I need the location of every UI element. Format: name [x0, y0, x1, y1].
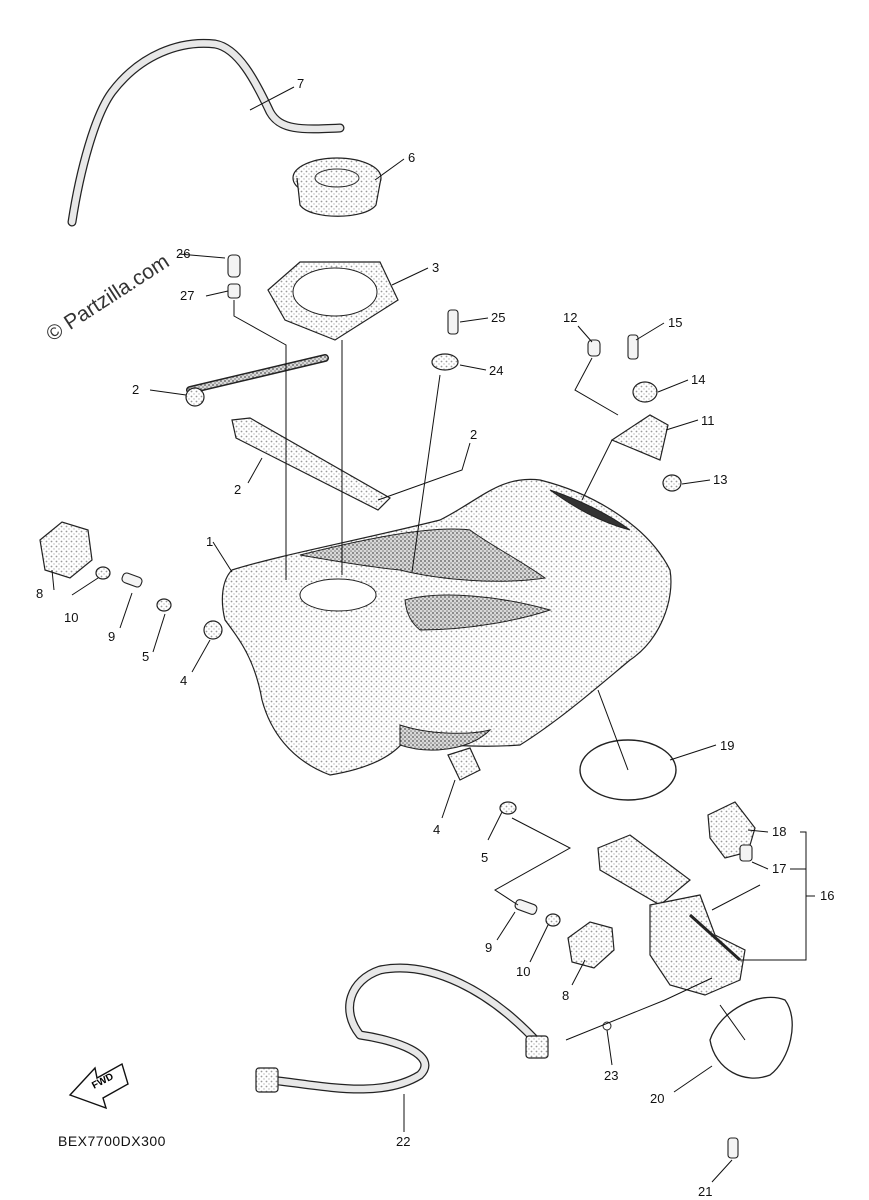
callout-25: 25	[491, 310, 505, 325]
callout-22: 22	[396, 1134, 410, 1149]
part-15-bolt	[627, 334, 639, 360]
callout-5-left: 5	[142, 649, 149, 664]
part-8-damper-lower	[567, 921, 615, 969]
callout-6: 6	[408, 150, 415, 165]
part-5-washer-lower	[499, 801, 517, 815]
part-22-fuel-hose	[255, 963, 549, 1094]
part-4-damper-left	[203, 620, 223, 640]
callout-10-left: 10	[64, 610, 78, 625]
callout-11: 11	[701, 413, 715, 428]
part-9-bolt-lower	[514, 899, 538, 915]
callout-19: 19	[720, 738, 734, 753]
part-10-collar-left	[95, 566, 111, 580]
watermark-text: © Partzilla.com	[42, 250, 173, 346]
callout-18: 18	[772, 824, 786, 839]
fwd-arrow-icon: FWD	[68, 1062, 129, 1110]
callout-16: 16	[820, 888, 834, 903]
part-1-fuel-tank	[221, 478, 672, 776]
part-2-drain-hose-lower	[231, 417, 391, 511]
part-8-damper-left	[39, 521, 93, 579]
part-4-damper-lower	[447, 747, 481, 781]
callout-2-upper: 2	[132, 382, 139, 397]
callout-24: 24	[489, 363, 503, 378]
part-9-bolt-left	[121, 572, 143, 588]
part-7-breather-hose	[67, 38, 345, 227]
callout-9-left: 9	[108, 629, 115, 644]
callout-20: 20	[650, 1091, 664, 1106]
callout-5-lower: 5	[481, 850, 488, 865]
callout-labels: 7 6 3 26 27 2 2 2 25 24 12 15 14 11 13 1…	[36, 76, 834, 1199]
part-11-bracket	[610, 414, 669, 461]
callout-2-left: 2	[234, 482, 241, 497]
callout-2-right: 2	[470, 427, 477, 442]
part-14-damper	[632, 381, 658, 403]
part-26-bolt	[227, 254, 241, 278]
part-16-fuel-pump	[597, 834, 746, 996]
diagram-code: BEX7700DX300	[58, 1133, 166, 1149]
callout-10-lower: 10	[516, 964, 530, 979]
part-21-bolt	[727, 1137, 739, 1159]
callout-1: 1	[206, 534, 213, 549]
part-3-filler-ring	[267, 261, 399, 341]
callout-14: 14	[691, 372, 705, 387]
callout-8-lower: 8	[562, 988, 569, 1003]
callout-23: 23	[604, 1068, 618, 1083]
callout-26: 26	[176, 246, 190, 261]
part-12-bolt	[587, 339, 601, 357]
part-20-plate	[709, 996, 793, 1079]
part-13-nut	[662, 474, 682, 492]
callout-21: 21	[698, 1184, 712, 1199]
part-27-collar	[227, 283, 241, 299]
callout-13: 13	[713, 472, 727, 487]
leader-lines	[51, 86, 815, 1183]
callout-9-lower: 9	[485, 940, 492, 955]
callout-4-left: 4	[180, 673, 187, 688]
callout-3: 3	[432, 260, 439, 275]
part-17-oring	[739, 844, 753, 862]
callout-27: 27	[180, 288, 194, 303]
part-6-fuel-cap	[292, 157, 382, 217]
part-2-drain-hose-upper	[185, 354, 329, 407]
callout-12: 12	[563, 310, 577, 325]
part-10-collar-lower	[545, 913, 561, 927]
part-5-washer-left	[156, 598, 172, 612]
part-25-bolt	[447, 309, 459, 335]
callout-15: 15	[668, 315, 682, 330]
callout-7: 7	[297, 76, 304, 91]
callout-17: 17	[772, 861, 786, 876]
callout-8-left: 8	[36, 586, 43, 601]
part-24-grommet	[431, 353, 459, 371]
callout-4-lower: 4	[433, 822, 440, 837]
